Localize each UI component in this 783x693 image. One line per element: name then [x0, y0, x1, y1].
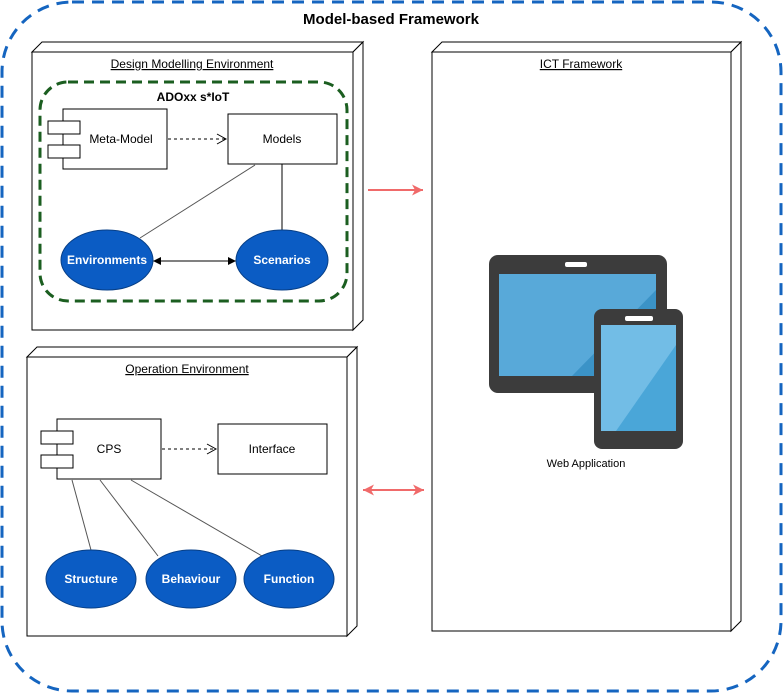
models-box	[227, 113, 338, 165]
ict-framework-label: ICT Framework	[540, 57, 623, 71]
adoxx-group-border	[38, 80, 349, 303]
phone-icon	[594, 309, 683, 449]
models-label: Models	[263, 132, 302, 146]
behaviour-label: Behaviour	[162, 572, 221, 586]
cps-to-function-edge	[130, 479, 263, 557]
design-modelling-environment-label: Design Modelling Environment	[111, 57, 274, 71]
cps-to-structure-edge	[71, 479, 92, 551]
design-modelling-environment-node	[30, 40, 365, 332]
web-application-label: Web Application	[547, 458, 626, 470]
cps-to-behaviour-edge	[99, 479, 159, 557]
operation-environment-label: Operation Environment	[125, 362, 249, 376]
models-to-environments-edge	[139, 164, 256, 239]
meta-model-component	[47, 108, 168, 170]
function-label: Function	[264, 572, 315, 586]
adoxx-group-label: ADOxx s*IoT	[157, 90, 230, 104]
interface-box	[217, 423, 328, 475]
component-icon	[47, 120, 81, 135]
interface-label: Interface	[249, 442, 296, 456]
diagram-title: Model-based Framework	[303, 11, 480, 28]
environments-label: Environments	[67, 253, 147, 267]
structure-node	[45, 549, 137, 609]
scenarios-node	[235, 229, 329, 291]
meta-model-label: Meta-Model	[89, 132, 152, 146]
scenarios-label: Scenarios	[253, 253, 311, 267]
environments-node	[60, 229, 154, 291]
function-node	[243, 549, 335, 609]
component-icon	[40, 430, 74, 445]
cps-label: CPS	[97, 442, 122, 456]
structure-label: Structure	[64, 572, 118, 586]
cps-component	[40, 418, 162, 480]
behaviour-node	[145, 549, 237, 609]
